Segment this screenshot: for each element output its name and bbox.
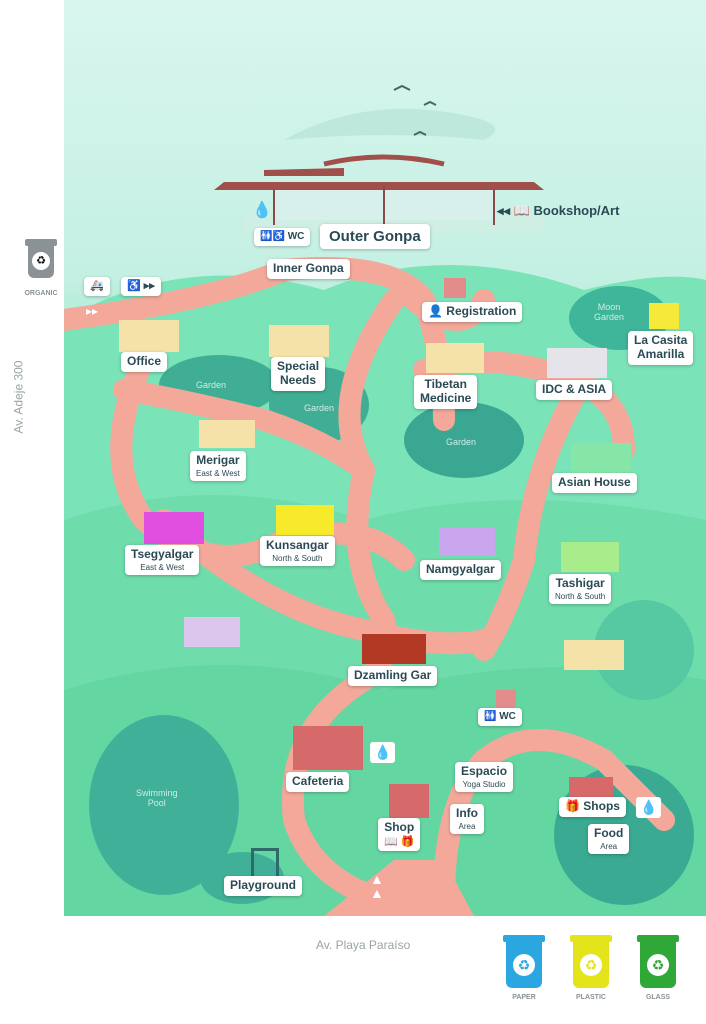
casita-building <box>649 303 679 329</box>
shop-label[interactable]: Shop📖 🎁 <box>378 818 421 852</box>
idc-building <box>547 348 607 378</box>
glass-bin: ♻ <box>637 935 679 988</box>
yellow-building <box>564 640 624 670</box>
cloud <box>284 108 496 140</box>
tibetan-medicine-building <box>426 343 484 373</box>
playground-icon <box>251 848 279 877</box>
merigar-building <box>199 420 255 448</box>
entrance-arrow-icon: ▲▲ <box>370 871 384 901</box>
bin-label: GLASS <box>645 994 671 1001</box>
recycle-icon: ♻ <box>32 252 50 270</box>
book-gift-icon: 📖 🎁 <box>384 835 415 848</box>
restroom-icon: 🚻♿ <box>260 231 288 242</box>
wc-building <box>496 690 516 708</box>
tashigar-building <box>561 542 619 572</box>
namgyalgar-label[interactable]: Namgyalgar <box>420 560 501 580</box>
dzamling-gar-building <box>362 634 426 664</box>
organic-label: ORGANIC <box>24 290 58 297</box>
bin-label: PLASTIC <box>576 994 606 1001</box>
outer-gonpa-label[interactable]: Outer Gonpa <box>320 224 430 250</box>
cafeteria-label[interactable]: Cafeteria <box>286 772 350 792</box>
birds <box>393 84 437 136</box>
tsegyalgar-building <box>144 512 204 544</box>
recycle-icon: ♻ <box>647 954 669 976</box>
book-icon: 📖 <box>513 203 534 218</box>
registration-building <box>444 278 466 298</box>
inner-gonpa-label[interactable]: Inner Gonpa <box>267 259 350 279</box>
street-left: Av. Adeje 300 <box>11 360 26 434</box>
garden-area-right <box>594 600 694 700</box>
asian-house-building <box>571 443 631 473</box>
unnamed-building <box>184 617 240 647</box>
paper-bin: ♻ <box>503 935 545 988</box>
dzamling-gar-label[interactable]: Dzamling Gar <box>348 666 438 686</box>
kunsangar-building <box>276 505 334 535</box>
swimming-pool-area <box>89 715 239 895</box>
cafeteria-building <box>293 726 363 770</box>
namgyalgar-building <box>439 528 495 556</box>
accessibility-icon: ♿ ▸▸ <box>121 277 161 296</box>
playground-label[interactable]: Playground <box>224 876 303 896</box>
person-icon: 👤 <box>428 304 447 318</box>
asian-house-label[interactable]: Asian House <box>552 473 637 493</box>
water-drop-icon: 💧 <box>252 202 272 219</box>
recycle-icon: ♻ <box>580 954 602 976</box>
special-needs-building <box>269 325 329 357</box>
arrow-right-icon: ▸▸ <box>86 304 99 318</box>
garden-label: Garden <box>304 403 335 413</box>
garden-label: Garden <box>446 437 477 447</box>
registration-label[interactable]: 👤 Registration <box>422 302 523 322</box>
bookshop-label[interactable]: ◂◂ 📖 Bookshop/Art <box>497 203 620 218</box>
recycle-icon: ♻ <box>513 954 535 976</box>
outer-gonpa-building <box>214 154 544 233</box>
restroom-icon: 🚻 <box>484 711 500 722</box>
plastic-bin: ♻ <box>570 935 612 988</box>
arrow-left-icon: ◂◂ <box>497 203 514 218</box>
gift-icon: 🎁 <box>565 799 584 813</box>
shop-building <box>389 784 429 818</box>
wc-label-2[interactable]: 🚻 WC <box>478 708 522 726</box>
water-drop-icon: 💧 <box>370 742 396 763</box>
office-building <box>119 320 179 352</box>
organic-bin: ♻ <box>25 239 57 278</box>
entrance-path <box>324 860 474 916</box>
street-bottom: Av. Playa Paraíso <box>316 938 411 952</box>
bin-label: PAPER <box>512 994 536 1001</box>
office-label[interactable]: Office <box>121 352 168 372</box>
idc-asia-label[interactable]: IDC & ASIA <box>536 380 613 400</box>
garden-label: Garden <box>196 380 227 390</box>
shops-label[interactable]: 🎁 Shops <box>559 797 626 817</box>
wc-label[interactable]: 🚻♿ WC <box>254 228 311 246</box>
map-background <box>64 84 706 916</box>
ambulance-icon: 🚑 <box>84 277 110 296</box>
shops-building <box>569 777 613 797</box>
water-drop-icon: 💧 <box>636 797 662 818</box>
